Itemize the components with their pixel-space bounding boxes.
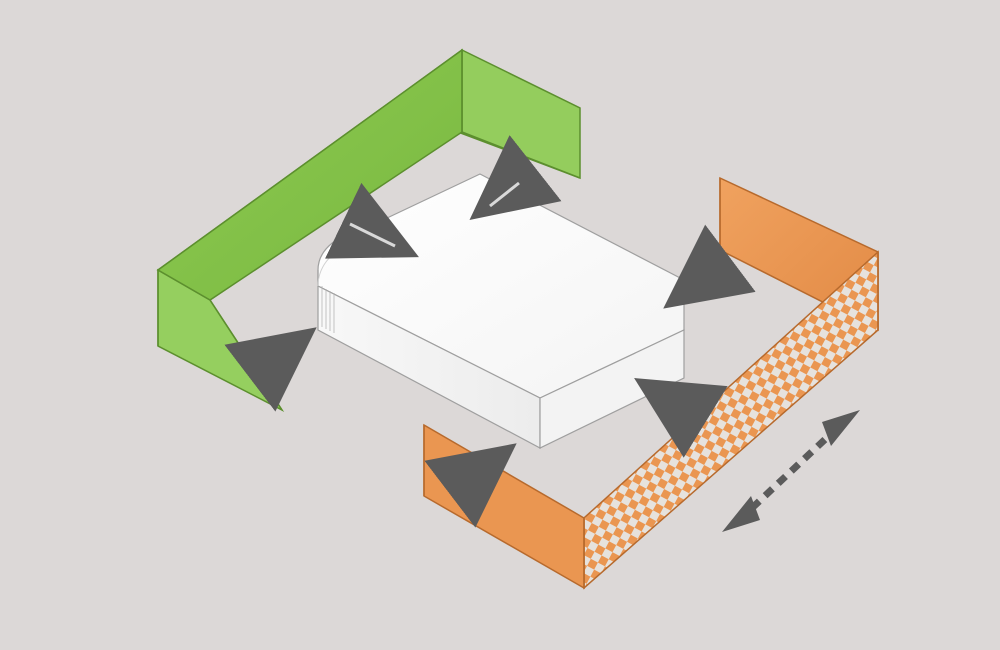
central-white-block [317, 173, 685, 449]
green-wrap-panel [156, 48, 581, 412]
inward-arrows [224, 135, 756, 528]
arrow-top-center [469, 135, 562, 220]
arrow-bottom-left [424, 443, 517, 528]
arrow-left [224, 327, 317, 412]
arrow-bottom-right [634, 378, 728, 458]
arrow-top-center-light [489, 181, 520, 208]
extension-arrow [722, 410, 860, 532]
arrow-top-left-light [349, 222, 396, 248]
arrow-right [663, 224, 756, 309]
edge-lines [321, 286, 335, 333]
